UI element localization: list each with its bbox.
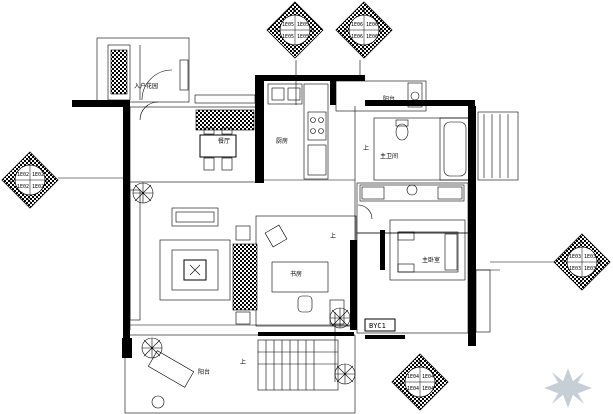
marker-ref-t4: 1E05	[297, 34, 309, 40]
small-balcony: 阳台	[335, 80, 427, 112]
room-label-entrance: 入户花园	[134, 82, 158, 90]
stair-mark-kitchen: 上	[363, 144, 369, 152]
bathroom: 主卫间	[373, 111, 519, 181]
marker-letter-c: C	[580, 280, 583, 286]
marker-letter-b: B	[380, 28, 383, 34]
kitchen: 厨房 上	[267, 83, 369, 180]
marker-ref-t1: 1E06	[351, 22, 363, 28]
plants	[132, 182, 356, 385]
marker-letter-d: D	[344, 28, 347, 34]
wardrobe-strip	[359, 184, 465, 202]
room-label-kitchen: 厨房	[276, 137, 288, 145]
marker-ref-t2: 1E02	[32, 172, 44, 178]
room-label-master-bedroom: 主卧室	[422, 256, 440, 264]
marker-ref-t3: 1E06	[351, 34, 363, 40]
marker-letter-b: B	[311, 28, 314, 34]
room-label-study: 书房	[290, 270, 302, 278]
study: 书房 上	[264, 224, 345, 325]
room-label-dining: 餐厅	[218, 137, 230, 145]
walls	[72, 75, 476, 358]
room-label-small-balcony: 阳台	[383, 95, 395, 103]
marker-ref-t2: 1E04	[422, 374, 434, 380]
marker-ref-t1: 1E02	[17, 172, 29, 178]
stair-mark-balcony: 上	[240, 358, 246, 366]
marker-letter-c: C	[418, 400, 421, 406]
marker-letter-a: A	[418, 360, 421, 366]
marker-letter-a: A	[362, 8, 365, 14]
marker-ref-t2: 1E05	[297, 22, 309, 28]
marker-letter-c: C	[293, 48, 296, 54]
marker-letter-d: D	[10, 178, 13, 184]
marker-ref-t3: 1E02	[17, 184, 29, 190]
stair-mark-study: 上	[330, 232, 336, 240]
marker-letter-d: D	[562, 260, 565, 266]
marker-ref-t4: 1E06	[366, 34, 378, 40]
marker-ref-t1: 1E03	[569, 254, 581, 260]
living-room	[129, 189, 258, 325]
master-bedroom: 主卧室	[357, 204, 466, 281]
watermark-logo	[544, 368, 592, 408]
marker-letter-d: D	[275, 28, 278, 34]
marker-ref-t3: 1E03	[569, 266, 581, 272]
entrance-garden: 入户花园	[96, 37, 190, 103]
marker-ref-t2: 1E03	[584, 254, 596, 260]
marker-letter-c: C	[362, 48, 365, 54]
dining-area: 餐厅	[139, 94, 256, 171]
marker-letter-d: D	[400, 380, 403, 386]
marker-letter-c: C	[28, 198, 31, 204]
main-balcony: 阳台 上	[147, 339, 339, 409]
marker-ref-t3: 1E04	[407, 386, 419, 392]
marker-ref-t2: 1E06	[366, 22, 378, 28]
room-label-main-balcony: 阳台	[198, 368, 210, 376]
room-label-bathroom: 主卫间	[380, 152, 398, 160]
marker-letter-a: A	[28, 158, 31, 164]
marker-letter-b: B	[436, 380, 439, 386]
marker-ref-t1: 1E04	[407, 374, 419, 380]
byc1-tag: BYC1	[364, 318, 396, 332]
marker-ref-t4: 1E04	[422, 386, 434, 392]
marker-ref-t1: 1E05	[282, 22, 294, 28]
marker-ref-t3: 1E05	[282, 34, 294, 40]
marker-letter-a: A	[293, 8, 296, 14]
marker-ref-t4: 1E02	[32, 184, 44, 190]
marker-letter-b: B	[46, 178, 49, 184]
leader-lines	[58, 60, 565, 383]
marker-letter-b: B	[598, 260, 601, 266]
marker-ref-t4: 1E03	[584, 266, 596, 272]
marker-letter-a: A	[580, 240, 583, 246]
byc1-label: BYC1	[369, 322, 386, 330]
